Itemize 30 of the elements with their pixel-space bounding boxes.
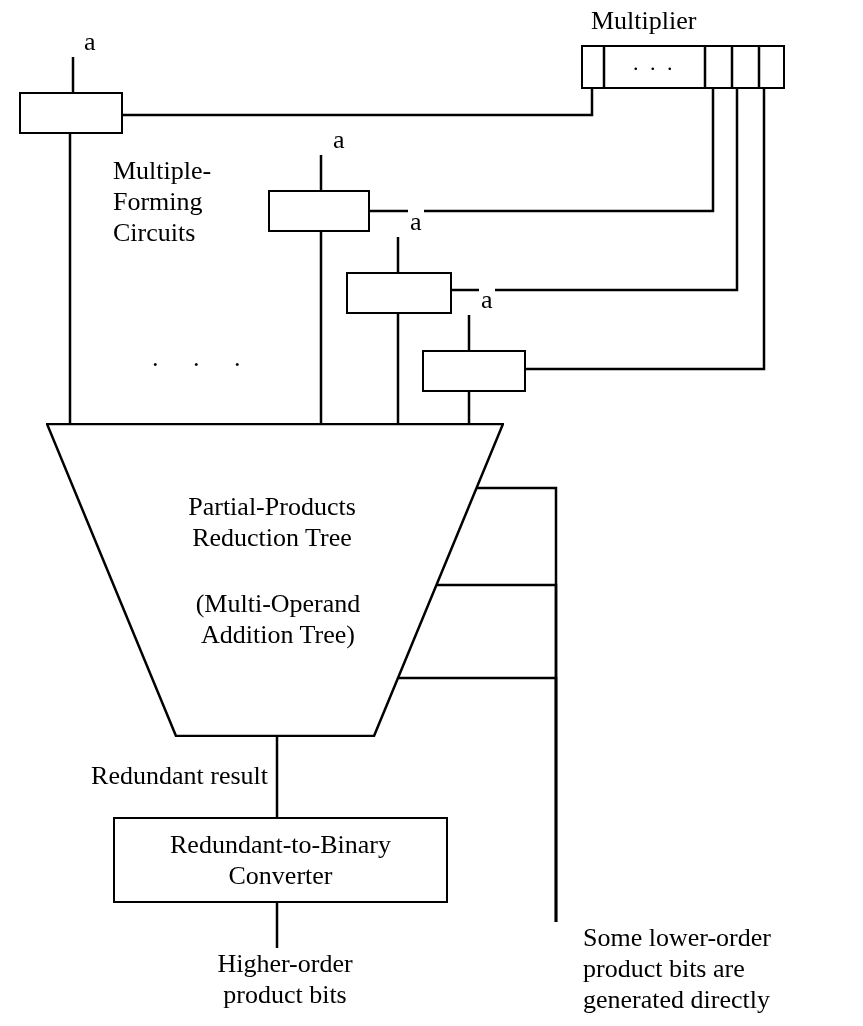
output-text: Higher-order product bits (216, 948, 354, 1010)
connector-line (452, 89, 739, 292)
connector-line (275, 903, 279, 948)
connector-line (467, 315, 471, 350)
multiple-forming-box (19, 92, 123, 134)
reduction-tree-trapezoid (46, 423, 504, 737)
multiple-forming-box (422, 350, 526, 392)
connector-line (123, 89, 594, 117)
tree-label: (Multi-Operand Addition Tree) (194, 588, 362, 650)
ellipsis-text: . . . (152, 342, 256, 373)
register-heading: Multiplier (591, 5, 697, 36)
ellipsis-text: . . . (633, 49, 676, 77)
multiple-forming-box (268, 190, 370, 232)
connector-line (71, 57, 75, 92)
connector-line (370, 89, 715, 213)
connector-line (396, 314, 400, 423)
multiple-forming-box (346, 272, 452, 314)
box-label: Redundant-to-Binary Converter (169, 829, 392, 891)
converter-box (113, 817, 448, 903)
tree-label: Partial-Products Reduction Tree (187, 491, 357, 553)
connector-line (275, 737, 279, 817)
group-label: Multiple- Forming Circuits (113, 155, 213, 248)
connector-line (68, 134, 72, 423)
connector-line (467, 392, 471, 423)
connector-line (396, 237, 400, 272)
connector-line (319, 155, 323, 190)
connector-line (526, 89, 766, 371)
connector-line (319, 232, 323, 423)
output-text: Some lower-order product bits are generated directly (583, 922, 772, 1015)
connector-line (398, 676, 558, 922)
